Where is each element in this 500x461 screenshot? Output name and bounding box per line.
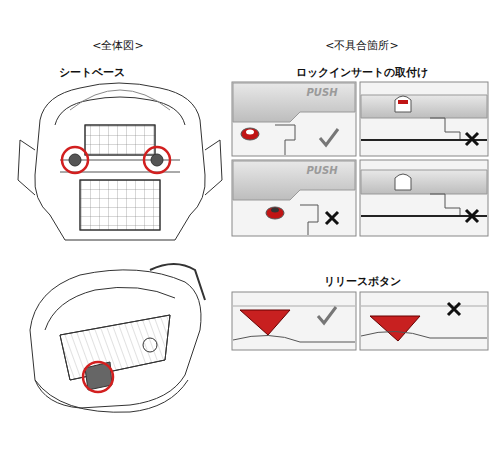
x-mark xyxy=(448,303,460,315)
drawing-stroke xyxy=(233,306,355,307)
drawing-stroke xyxy=(395,96,411,112)
drawing-stroke xyxy=(18,140,35,195)
drawing-stroke xyxy=(143,338,157,352)
drawing-stroke xyxy=(360,82,488,156)
highlight-circle xyxy=(62,147,88,173)
drawing-stroke xyxy=(80,180,160,230)
drawing-stroke xyxy=(275,125,295,155)
drawing-stroke xyxy=(233,161,355,200)
section-heading: <全体図> xyxy=(92,40,143,53)
release-button-panel-ng xyxy=(360,292,488,350)
drawing-stroke xyxy=(360,292,488,350)
highlight-circle xyxy=(144,147,170,173)
drawing-stroke xyxy=(205,140,222,195)
drawing-stroke xyxy=(361,139,487,141)
embossed-text: PUSH xyxy=(306,165,337,177)
drawing-stroke xyxy=(360,160,488,236)
drawing-stroke xyxy=(151,154,163,166)
seat-base-side xyxy=(30,264,205,412)
drawing-stroke xyxy=(60,315,170,380)
drawing-stroke xyxy=(80,180,160,230)
x-mark xyxy=(466,133,478,145)
drawing-stroke xyxy=(69,154,81,166)
release-button-panel-ok xyxy=(232,292,356,350)
drawing-stroke xyxy=(233,335,355,342)
drawing-stroke xyxy=(85,125,155,155)
x-mark xyxy=(326,212,338,224)
section-heading: <不具合箇所> xyxy=(325,40,398,53)
drawing-stroke xyxy=(233,83,355,122)
drawing-stroke xyxy=(232,292,356,350)
drawing-stroke xyxy=(361,170,487,194)
drawing-stroke xyxy=(35,83,205,240)
check-mark xyxy=(320,129,338,145)
highlight-circle xyxy=(83,362,113,392)
drawing-stroke xyxy=(232,160,356,236)
drawing-stroke xyxy=(361,95,487,118)
drawing-stroke xyxy=(70,90,170,110)
x-mark xyxy=(466,210,478,222)
drawing-stroke xyxy=(430,194,460,216)
drawing-stroke xyxy=(300,205,318,235)
drawing-stroke xyxy=(361,215,487,217)
drawing-stroke xyxy=(30,270,201,408)
drawing-stroke xyxy=(85,125,155,155)
drawing-stroke xyxy=(241,128,259,140)
lock-insert-panel-ng xyxy=(360,160,488,236)
drawing-stroke xyxy=(246,130,254,135)
drawing-stroke xyxy=(370,316,420,341)
lock-insert-panel-ng xyxy=(232,160,356,236)
drawing-stroke xyxy=(150,264,205,300)
section-heading: リリースボタン xyxy=(324,275,401,287)
seat-base-top xyxy=(18,83,222,240)
drawing-stroke xyxy=(266,207,284,219)
lock-insert-panel-ng xyxy=(360,82,488,156)
drawing-stroke xyxy=(361,331,487,338)
embossed-text: PUSH xyxy=(306,87,337,99)
drawing-stroke xyxy=(60,315,170,380)
part-name: シートベース xyxy=(59,67,125,80)
section-heading: ロックインサートの取付け xyxy=(296,66,428,78)
check-mark xyxy=(318,307,336,323)
drawing-stroke xyxy=(395,174,411,190)
drawing-stroke xyxy=(398,100,408,104)
drawing-stroke xyxy=(430,118,460,140)
lock-insert-panel-ok xyxy=(232,82,356,156)
drawing-stroke xyxy=(55,97,185,125)
drawing-stroke xyxy=(240,310,290,335)
drawing-stroke xyxy=(271,208,279,213)
drawing-stroke xyxy=(361,306,487,307)
drawing-stroke xyxy=(232,82,356,156)
